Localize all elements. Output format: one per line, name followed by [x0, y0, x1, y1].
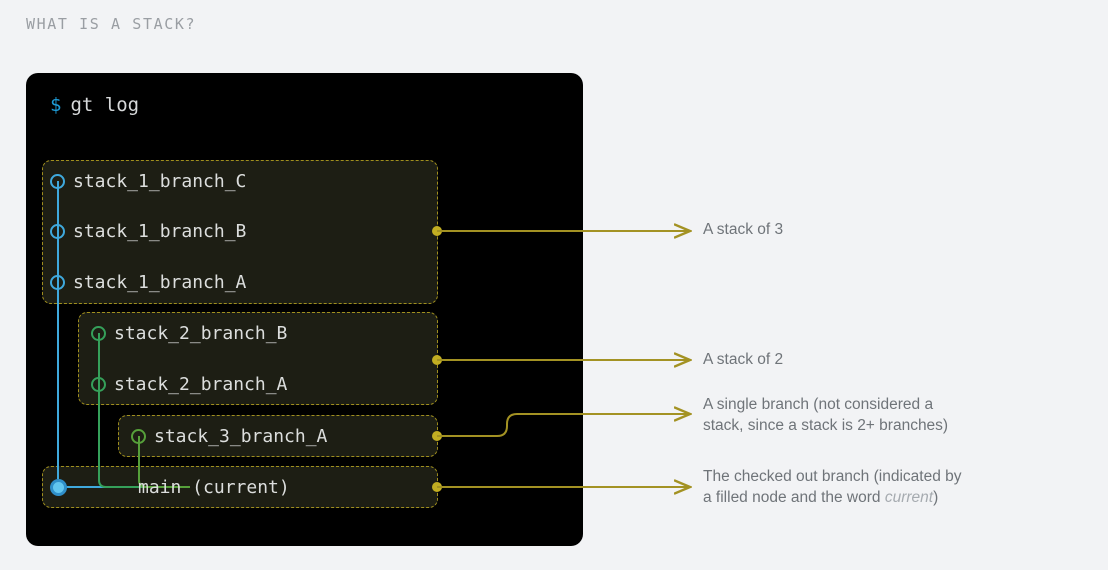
branch-row-stack-1-a[interactable]: stack_1_branch_A [50, 269, 246, 295]
branch-row-stack-1-b[interactable]: stack_1_branch_B [50, 218, 246, 244]
branch-node-icon [91, 376, 106, 392]
annotation-stack-of-2: A stack of 2 [703, 351, 784, 368]
branch-label: stack_1_branch_C [73, 170, 247, 192]
branch-node-icon [91, 325, 106, 341]
branch-row-stack-2-b[interactable]: stack_2_branch_B [91, 320, 287, 346]
branch-label: stack_2_branch_A [114, 373, 288, 395]
annotation-line-2-tail: ) [933, 489, 939, 506]
annotation-line-2: stack, since a stack is 2+ branches) [703, 417, 949, 434]
annotation-checked-out-branch: The checked out branch (indicated by a fi… [703, 466, 962, 508]
branch-node-icon [50, 223, 65, 239]
annotation-stack-of-3: A stack of 3 [703, 221, 784, 238]
group-box-stack-3 [118, 415, 438, 457]
branch-node-icon [131, 428, 146, 444]
annotation-line-1: A single branch (not considered a [703, 396, 934, 413]
page-title: WHAT IS A STACK? [26, 15, 197, 33]
prompt-sigil-icon: $ [50, 94, 62, 116]
branch-label: stack_2_branch_B [114, 322, 288, 344]
branch-row-stack-1-c[interactable]: stack_1_branch_C [50, 168, 246, 194]
branch-label: stack_1_branch_A [73, 271, 247, 293]
branch-row-stack-2-a[interactable]: stack_2_branch_A [91, 371, 287, 397]
branch-row-stack-3-a[interactable]: stack_3_branch_A [131, 423, 327, 449]
terminal-prompt-line: $ gt log [50, 94, 139, 116]
branch-node-icon [50, 274, 65, 290]
annotation-emphasis-current: current [884, 489, 934, 506]
annotation-single-branch: A single branch (not considered a stack, … [703, 394, 948, 436]
annotation-line-2: a filled node and the word [703, 489, 885, 506]
branch-row-main[interactable]: main (current) [50, 474, 290, 500]
group-box-stack-1 [42, 160, 438, 304]
branch-label: stack_1_branch_B [73, 220, 247, 242]
branch-node-current-icon [50, 478, 67, 496]
terminal-command: gt log [70, 94, 140, 116]
annotation-line-1: The checked out branch (indicated by [703, 468, 962, 485]
group-box-main [42, 466, 438, 508]
branch-label: stack_3_branch_A [154, 425, 328, 447]
branch-node-icon [50, 173, 65, 189]
group-box-stack-2 [78, 312, 438, 405]
branch-label: main (current) [138, 476, 290, 498]
